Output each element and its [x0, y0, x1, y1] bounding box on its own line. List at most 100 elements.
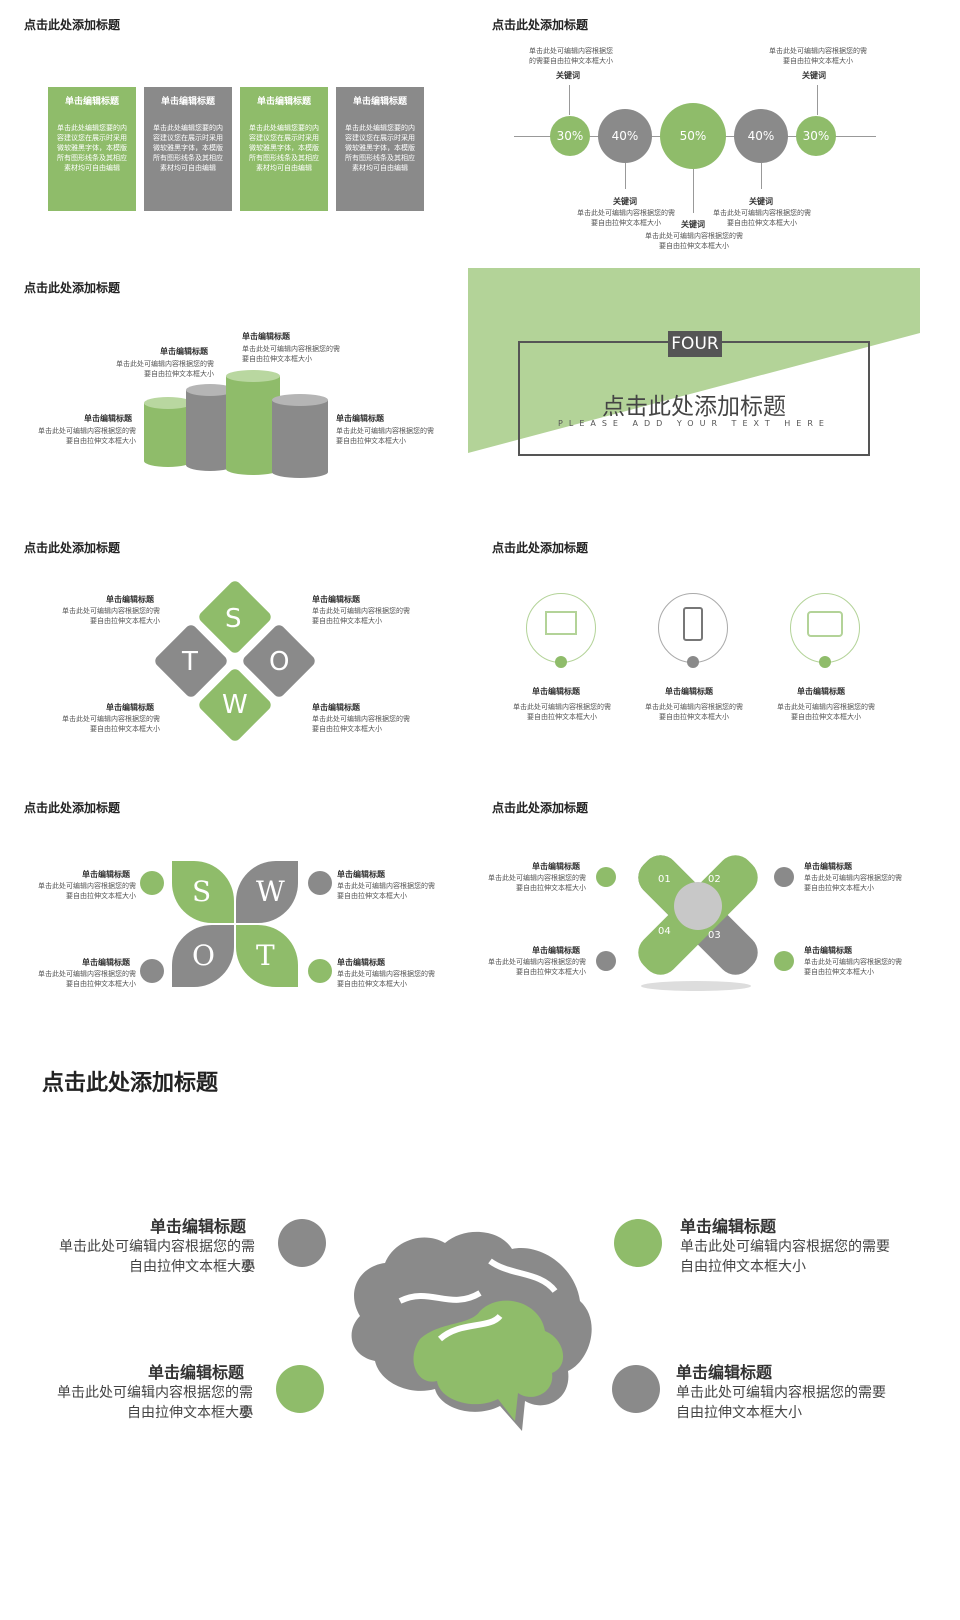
item-title: 单击编辑标题 [337, 958, 385, 967]
number-03: 03 [708, 930, 721, 941]
card-title: 单击编辑标题 [352, 97, 407, 107]
item-dot [596, 867, 616, 887]
item-desc: 单击此处可编辑内容根据您的需要自由拉伸文本框大小 [62, 607, 160, 625]
item-line1: 单击此处可编辑内容根据您的需要 [680, 1239, 890, 1255]
pinwheel-diagram [638, 855, 758, 991]
letter-o: O [192, 939, 215, 972]
item-circle [276, 1365, 324, 1413]
item-circle [614, 1219, 662, 1267]
slide-cylinders: 点击此处添加标题 单击编辑标题 单击此处可编辑内容根据您的需要自由拉伸文本框大小… [0, 263, 458, 518]
label-desc: 单击此处可编辑内容根据您的需要自由拉伸文本框大小 [336, 427, 434, 445]
slide-cards: 点击此处添加标题 单击编辑标题 单击此处编辑您要的内容建议您在展示时采用微软雅黑… [0, 0, 458, 258]
section-title: 点击此处添加标题 [602, 394, 786, 420]
strength-icon [140, 871, 164, 895]
item-title: 单击编辑标题 [680, 1217, 777, 1236]
item-line2: 自由拉伸文本框大小 [129, 1259, 255, 1275]
item-desc: 单击此处可编辑内容根据您的需要自由拉伸文本框大小 [337, 882, 435, 900]
label-desc: 单击此处可编辑内容根据您的需要自由拉伸文本框大小 [38, 427, 136, 445]
slide-title: 点击此处添加标题 [492, 541, 589, 555]
circle-4: 40% [734, 109, 788, 163]
item-line2: 自由拉伸文本框大小 [680, 1259, 806, 1275]
card-title: 单击编辑标题 [160, 97, 215, 107]
diamond-diagram [155, 581, 315, 741]
slide-title: 点击此处添加标题 [24, 541, 121, 555]
item-desc: 单击此处可编辑内容根据您的需要自由拉伸文本框大小 [62, 715, 160, 733]
device-dot [819, 656, 831, 668]
cylinder-1 [144, 397, 192, 467]
item-desc: 单击此处可编辑内容根据您的需要自由拉伸文本框大小 [312, 607, 410, 625]
item-dot [774, 867, 794, 887]
item-desc: 单击此处可编辑内容根据您的需要自由拉伸文本框大小 [38, 882, 136, 900]
top-desc-2: 单击此处可编辑内容根据您的需要自由拉伸文本框大小 [769, 47, 867, 65]
number-02: 02 [708, 874, 721, 885]
four-badge: FOUR [668, 331, 722, 357]
item-desc: 单击此处可编辑内容根据您的需要自由拉伸文本框大小 [312, 715, 410, 733]
connector [693, 169, 694, 213]
circle-1: 30% [550, 116, 590, 156]
item-line2: 自由拉伸文本框大小 [676, 1405, 802, 1421]
connector [761, 163, 762, 189]
item-title: 单击编辑标题 [106, 703, 154, 712]
image-icon [308, 959, 332, 983]
device-ring [790, 593, 860, 663]
card-body: 单击此处编辑您要的内容建议您在展示时采用微软雅黑字体，本模版所有图形线条及其相应… [249, 124, 319, 172]
item-title: 单击编辑标题 [797, 687, 845, 696]
slide-brain: 点击此处添加标题 单击编辑标题 单击此处可编辑内容根据您的需要 自由拉伸文本框大… [0, 1043, 940, 1603]
slide-title: 点击此处添加标题 [24, 18, 121, 32]
card-body: 单击此处编辑您要的内容建议您在展示时采用微软雅黑字体，本模版所有图形线条及其相应… [153, 124, 223, 172]
item-title: 单击编辑标题 [106, 595, 154, 604]
letter-t: T [182, 647, 198, 677]
keyword-label: 关键词 [613, 197, 637, 206]
item-title: 单击编辑标题 [665, 687, 713, 696]
tv-icon [807, 611, 843, 637]
slide-devices: 点击此处添加标题 单击编辑标题 单击此处可编辑内容根据您的需要自由拉伸文本框大小… [468, 523, 926, 778]
monitor-icon [545, 611, 577, 635]
item-desc: 单击此处可编辑内容根据您的需要自由拉伸文本框大小 [777, 703, 875, 721]
label-title: 单击编辑标题 [84, 414, 132, 423]
item-desc: 单击此处可编辑内容根据您的需要自由拉伸文本框大小 [337, 970, 435, 988]
card-body: 单击此处编辑您要的内容建议您在展示时采用微软雅黑字体，本模版所有图形线条及其相应… [345, 124, 415, 172]
letter-o: O [269, 647, 290, 677]
label-desc: 单击此处可编辑内容根据您的需要自由拉伸文本框大小 [242, 345, 340, 363]
slide-title: 点击此处添加标题 [42, 1071, 219, 1096]
item-desc: 单击此处可编辑内容根据您的需要自由拉伸文本框大小 [645, 703, 743, 721]
bottom-desc-3: 单击此处可编辑内容根据您的需要自由拉伸文本框大小 [713, 209, 811, 227]
item-title: 单击编辑标题 [337, 870, 385, 879]
circle-5: 30% [796, 116, 836, 156]
cylinder-3 [226, 370, 280, 475]
item-desc: 单击此处可编辑内容根据您的需要自由拉伸文本框大小 [513, 703, 611, 721]
bottom-desc-1: 单击此处可编辑内容根据您的需要自由拉伸文本框大小 [577, 209, 675, 227]
slide-title: 点击此处添加标题 [24, 801, 121, 815]
letter-s: S [225, 604, 242, 634]
green-triangle [468, 268, 920, 453]
cylinder-4 [272, 394, 328, 478]
label-title: 单击编辑标题 [336, 414, 384, 423]
card-4: 单击编辑标题 单击此处编辑您要的内容建议您在展示时采用微软雅黑字体，本模版所有图… [336, 87, 424, 211]
link-icon [308, 871, 332, 895]
section-subtitle: PLEASE ADD YOUR TEXT HERE [558, 419, 830, 428]
item-title: 单击编辑标题 [150, 1217, 247, 1236]
item-title: 单击编辑标题 [804, 946, 852, 955]
label-title: 单击编辑标题 [160, 347, 208, 356]
slide-swot-diamond: 点击此处添加标题 S T O W 单击编辑标题 单击此处可编辑内容根据您的需要自… [0, 523, 458, 778]
device-dot [555, 656, 567, 668]
item-desc: 单击此处可编辑内容根据您的需要自由拉伸文本框大小 [804, 958, 902, 976]
item-circle [612, 1365, 660, 1413]
phone-icon [683, 607, 703, 641]
keyword-label: 关键词 [749, 197, 773, 206]
device-dot [687, 656, 699, 668]
bottom-desc-2: 单击此处可编辑内容根据您的需要自由拉伸文本框大小 [645, 232, 743, 250]
label-desc: 单击此处可编辑内容根据您的需要自由拉伸文本框大小 [116, 360, 214, 378]
circle-2: 40% [598, 109, 652, 163]
slide-circles: 点击此处添加标题 单击此处可编辑内容根据您的需要自由拉伸文本框大小 关键词 单击… [468, 0, 926, 258]
card-1: 单击编辑标题 单击此处编辑您要的内容建议您在展示时采用微软雅黑字体，本模版所有图… [48, 87, 136, 211]
letter-w: W [222, 690, 248, 720]
number-01: 01 [658, 874, 671, 885]
slide-section-cover: FOUR 点击此处添加标题 PLEASE ADD YOUR TEXT HERE [468, 263, 926, 518]
item-title: 单击编辑标题 [676, 1363, 773, 1382]
slide-title: 点击此处添加标题 [492, 801, 589, 815]
card-body: 单击此处编辑您要的内容建议您在展示时采用微软雅黑字体，本模版所有图形线条及其相应… [57, 124, 127, 172]
item-dot [596, 951, 616, 971]
top-desc-1: 单击此处可编辑内容根据您的需要自由拉伸文本框大小 [529, 47, 613, 65]
connector [817, 85, 818, 115]
